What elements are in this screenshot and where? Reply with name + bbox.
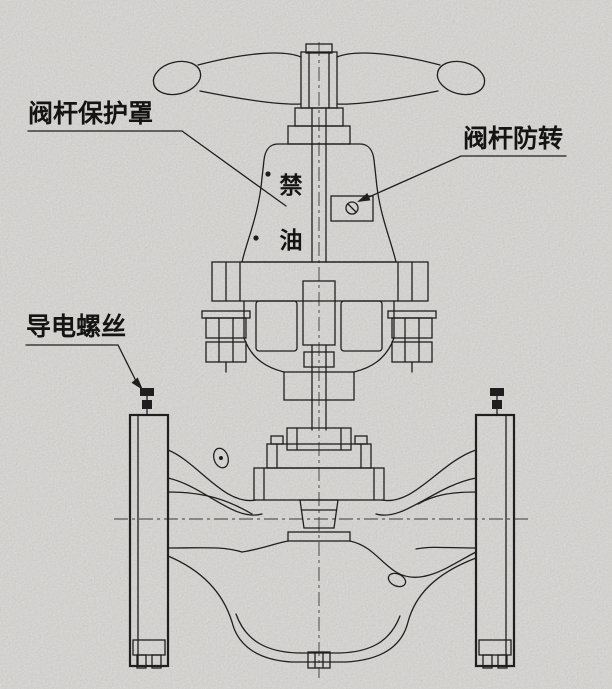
flange-bolt-section [132, 639, 166, 656]
arm-left-outer [167, 449, 257, 502]
valve-stem [302, 107, 336, 431]
pipe-flange-left [128, 413, 170, 669]
hex-nut-upper [391, 317, 433, 339]
stuffing-box [283, 371, 355, 401]
valve-body [167, 447, 477, 669]
drain-boss [387, 572, 407, 588]
cover-screw-upper [265, 171, 271, 177]
no-oil-char-top: 禁 [280, 172, 303, 198]
anti-rotation-device [330, 195, 374, 222]
callout-stem-cover: 阀杆保护罩 [27, 100, 287, 207]
gland [286, 427, 352, 451]
handwheel-grip-right [436, 60, 486, 96]
hex-nut-upper [205, 317, 247, 339]
weir-right [349, 540, 477, 578]
no-oil-char-bottom: 油 [280, 228, 303, 253]
bonnet-flange-outline [211, 261, 429, 302]
anti-rotation-leader-line [359, 155, 567, 202]
callout-conductive-screw: 导电螺丝 [25, 313, 143, 390]
yoke-window-left [255, 300, 298, 352]
anti-rotation-screw-slot [347, 203, 357, 213]
yoke-window-right [340, 300, 383, 352]
stem-cover-leader-line [27, 130, 287, 207]
centerlines [114, 42, 532, 678]
flange-stud [497, 654, 508, 669]
screw-head [140, 388, 154, 396]
body-bottom-outline [167, 555, 477, 663]
callout-anti-rotation: 阀杆防转 [357, 124, 567, 202]
anti-rotation-label: 阀杆防转 [463, 124, 563, 153]
cover-screw-lower [253, 235, 259, 241]
hub-cap [305, 43, 333, 54]
conductive-screw-right [490, 388, 504, 416]
stem-thread-section [302, 280, 336, 346]
no-oil-marking: 禁 油 [280, 172, 303, 253]
bore-right-bottom [415, 546, 477, 550]
yoke-legs [243, 300, 395, 401]
screw-head [490, 388, 504, 396]
spoke-left-bottom [199, 90, 302, 105]
gland-bolt-right [354, 435, 368, 445]
conductive-screw-leader-line [25, 344, 137, 382]
bottom-plug [307, 651, 331, 669]
conductive-screw-label: 导电螺丝 [26, 313, 126, 341]
bore-left-bottom [167, 547, 243, 553]
stem-collar [303, 351, 335, 368]
weir-left [241, 540, 289, 553]
bonnet-bolt-left [201, 310, 251, 373]
disc-and-seat [287, 499, 351, 542]
flange-outline [128, 413, 170, 668]
bonnet-bolt-right [387, 310, 437, 373]
bonnet-flange [211, 261, 429, 302]
body-boss-hole [219, 456, 223, 460]
valve-disc [299, 499, 339, 529]
flange-bolt-section [478, 639, 512, 656]
gland-bolt-left [270, 435, 284, 445]
valve-seat [287, 531, 351, 542]
conductive-screw-leader-arrowhead [131, 377, 143, 390]
flange-outline [474, 413, 516, 668]
anti-rotation-block [330, 195, 374, 222]
handwheel [152, 43, 486, 109]
arm-right-outer [381, 449, 477, 502]
handwheel-grip-left [152, 60, 202, 96]
spoke-right-top [336, 52, 441, 66]
flange-stud [136, 654, 147, 669]
bore-right-top [417, 491, 477, 505]
spoke-right-bottom [336, 90, 439, 105]
arm-left-inner [167, 477, 263, 516]
anti-rotation-leader-arrowhead [357, 193, 371, 202]
spoke-left-top [197, 52, 302, 66]
conductive-screw-left [140, 388, 154, 416]
flange-stud [151, 654, 162, 669]
bore-left-top [167, 491, 253, 515]
flange-stud [482, 654, 493, 669]
body-bottom-inner [235, 613, 401, 654]
stem-cover-label: 阀杆保护罩 [28, 100, 153, 128]
body-boss-left [213, 447, 229, 469]
pipe-flange-right [474, 413, 516, 669]
anti-rotation-screw [345, 201, 359, 215]
